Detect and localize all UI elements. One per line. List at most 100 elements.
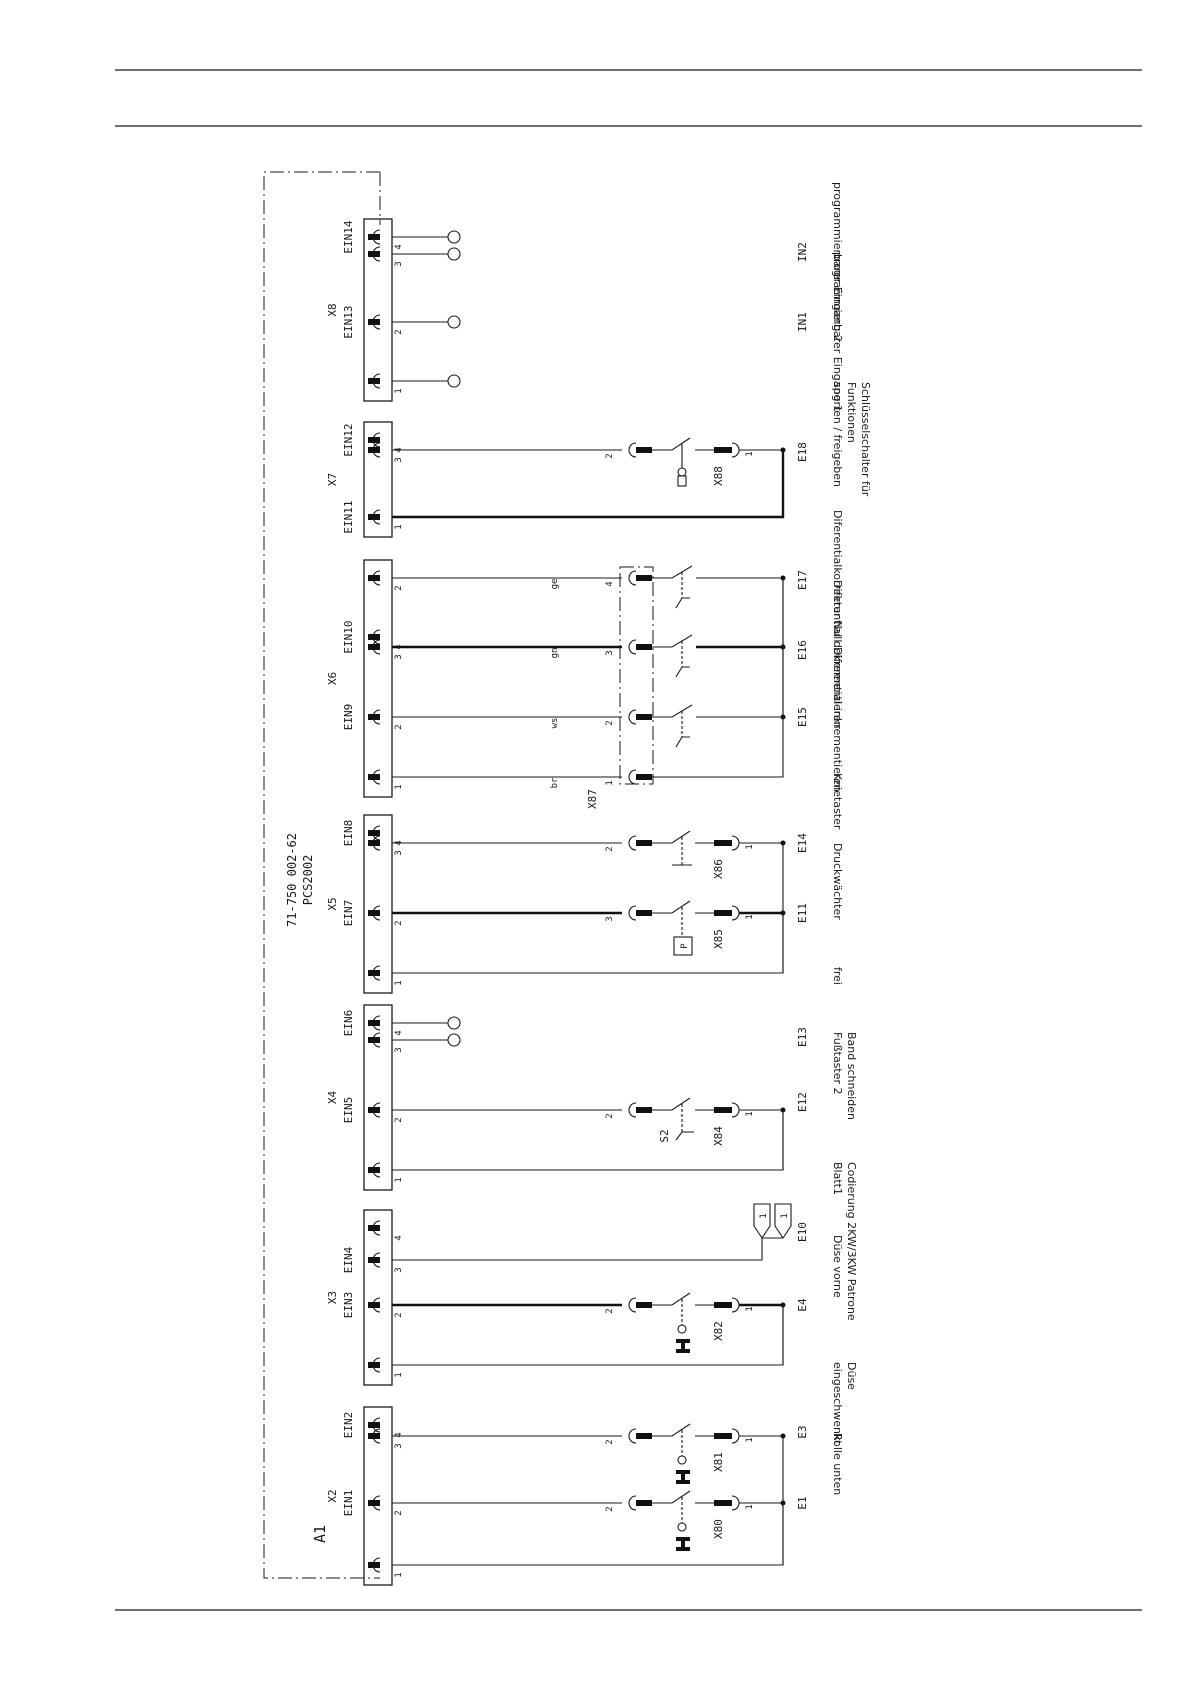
sensor-icon — [677, 1455, 687, 1465]
x87-pin: 1 — [605, 780, 615, 785]
pin-number: 1 — [394, 388, 404, 393]
input-description: Diferential inkrementieren — [831, 647, 844, 792]
plug-socket-in-ring — [628, 1102, 637, 1118]
sensor-body — [681, 1339, 685, 1353]
pin-x8-1: 1 — [368, 373, 461, 394]
plug-pin-out: 1 — [745, 1306, 755, 1311]
pin-number: 3 — [394, 850, 404, 855]
x87-label: X87 — [586, 789, 599, 809]
plug-pin-in: 2 — [605, 1506, 615, 1511]
plug-pin-out: 1 — [745, 1111, 755, 1116]
plug-pin-in: 2 — [605, 846, 615, 851]
coding-plug-a — [753, 1203, 771, 1239]
pin-number: 3 — [394, 261, 404, 266]
connector-housing — [363, 1209, 393, 1386]
x87-socket-pin — [636, 714, 652, 720]
plug-pin-out: 1 — [745, 844, 755, 849]
connector-housing — [363, 559, 393, 798]
plug-pin-in: 3 — [605, 916, 615, 921]
switch-contact — [652, 704, 693, 718]
pin-number: 2 — [394, 920, 404, 925]
module-contact-pin — [368, 378, 380, 384]
input-code: E3 — [796, 1425, 809, 1438]
sensor-icon — [677, 1522, 687, 1532]
x87-socket-pin — [636, 774, 652, 780]
ein-label: EIN13 — [342, 305, 355, 338]
pin-number: 1 — [394, 524, 404, 529]
plug-pin — [714, 1500, 732, 1506]
module-contact-pin — [368, 1257, 380, 1263]
plug-socket-in-pin — [636, 1433, 652, 1439]
module-contact-pin — [368, 1433, 380, 1439]
wire — [392, 1238, 763, 1261]
input-description: Schlüsselschalter für — [859, 382, 872, 497]
plug-pin-out: 1 — [745, 1504, 755, 1509]
button-icon — [675, 666, 690, 678]
plug-pin-out: 1 — [745, 451, 755, 456]
input-code: IN1 — [796, 312, 809, 332]
x87-socket-ring — [628, 769, 637, 785]
module-id: A1 — [311, 1525, 329, 1543]
module-contact-pin — [368, 1302, 380, 1308]
pin-number: 1 — [394, 784, 404, 789]
pin-number: 2 — [394, 1510, 404, 1515]
pin-x3-4: 4 — [368, 1220, 404, 1241]
plug-label: X81 — [712, 1452, 725, 1472]
input-code: E15 — [796, 707, 809, 727]
x87-pin: 2 — [605, 720, 615, 725]
input-code: E4 — [796, 1298, 809, 1312]
module-contact-pin — [368, 774, 380, 780]
pin-number: 4 — [394, 1432, 404, 1437]
input-description: Diferentialkorrektur Null — [831, 510, 844, 642]
module-contact-pin — [368, 437, 380, 443]
x87-socket-ring — [628, 570, 637, 586]
coding-pin-b: 1 — [780, 1213, 790, 1218]
module-contact-pin — [368, 910, 380, 916]
key-body — [677, 475, 687, 487]
plug-label: X86 — [712, 859, 725, 879]
plug-pin — [714, 1302, 732, 1308]
module-contact-pin — [368, 970, 380, 976]
input-description: eingeschwenkt — [831, 1362, 844, 1445]
module-contact-pin — [368, 319, 380, 325]
open-terminal — [447, 1033, 461, 1047]
return-wire — [652, 578, 784, 778]
plug-ring — [731, 442, 740, 458]
pin-number: 2 — [394, 329, 404, 334]
input-e15: E15 Diferential inkrementieren — [796, 647, 844, 792]
plug-ring — [731, 1102, 740, 1118]
connector-label: X3 — [326, 1291, 339, 1304]
connector-label: X7 — [326, 473, 339, 486]
module-contact-pin — [368, 1167, 380, 1173]
input-description: Rolle unten — [831, 1433, 844, 1495]
input-description: Düse — [845, 1362, 858, 1390]
plug-ring — [731, 905, 740, 921]
connector-housing — [363, 814, 393, 994]
input-description: Düse vorne — [831, 1235, 844, 1298]
plug-socket-in-pin — [636, 447, 652, 453]
ein-label: EIN6 — [342, 1010, 355, 1037]
pin-number: 3 — [394, 1047, 404, 1052]
input-description: Codierung 2KW/3KW Patrone — [845, 1162, 858, 1321]
ein-label: EIN9 — [342, 704, 355, 731]
open-terminal — [447, 315, 461, 329]
plug-label: X80 — [712, 1519, 725, 1539]
x87-pin: 4 — [605, 581, 615, 586]
input-code: E1 — [796, 1496, 809, 1509]
plug-pin — [714, 840, 732, 846]
plug-pin-in: 2 — [605, 1308, 615, 1313]
input-description: Knietaster — [831, 773, 844, 830]
